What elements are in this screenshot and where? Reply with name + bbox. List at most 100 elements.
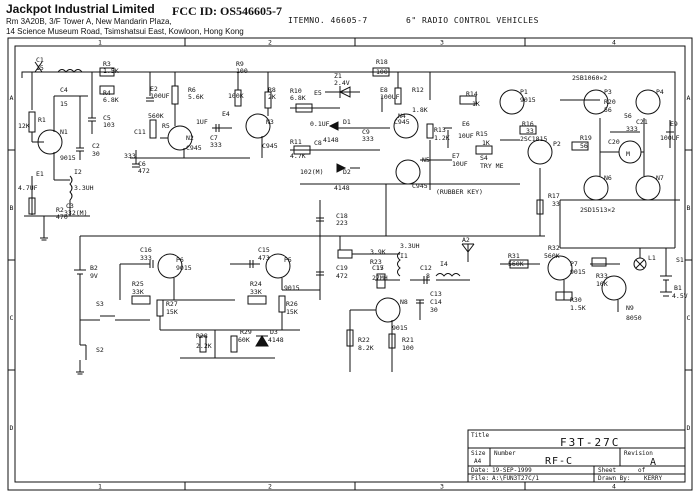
col-label-2-bottom: 2 — [268, 483, 272, 491]
address-line-2: 14 Science Museum Road, Tsimshatsui East… — [6, 27, 244, 36]
label-b2: B2 — [90, 264, 98, 272]
label-r24-val: 33K — [250, 288, 262, 296]
label-e2-val: 100UF — [150, 92, 170, 100]
drawing-frame — [7, 37, 693, 491]
label-n1-type: 9015 — [60, 154, 76, 162]
label-n4-type: C945 — [394, 118, 410, 126]
fcc-id: FCC ID: OS546605-7 — [172, 4, 282, 18]
label-c18: C18 — [336, 212, 348, 220]
label-n4: N4 — [398, 112, 406, 120]
label-n5: N5 — [422, 156, 430, 164]
schematic-title: F3T-27C — [560, 436, 620, 449]
company-name: Jackpot Industrial Limited — [6, 2, 155, 16]
label-d1-type: 4148 — [323, 136, 339, 144]
label-r22-val: 8.2K — [358, 344, 374, 352]
label-c2-val: 30 — [92, 150, 100, 158]
number-value: RF-C — [545, 456, 573, 467]
label-r23-val: 3.9K — [370, 248, 386, 256]
label-c16-val: 333 — [140, 254, 152, 262]
label-r27-val: 15K — [166, 308, 178, 316]
label-s2: S2 — [96, 346, 104, 354]
label-r3: R3 — [103, 60, 111, 68]
label-c9-val: 333 — [362, 135, 374, 143]
col-label-3-bottom: 3 — [440, 483, 444, 491]
row-label-c: C — [10, 314, 14, 322]
label-r32: R32 — [548, 244, 560, 252]
schematic-wires — [21, 61, 680, 375]
label-r2: R2 — [56, 206, 64, 214]
label-r28: R28 — [196, 332, 208, 340]
label-n2: N2 — [186, 134, 194, 142]
label-r2-val: 470 — [56, 213, 68, 221]
label-e9: E9 — [670, 120, 678, 128]
label-c4-val: 15 — [60, 100, 68, 108]
label-e5-val: 0.1UF — [310, 120, 330, 128]
label-rubber-key: (RUBBER KEY) — [436, 188, 483, 196]
label-r7: 100K — [228, 92, 244, 100]
row-label-d: D — [10, 424, 14, 432]
label-c19: C19 — [336, 264, 348, 272]
size-value: A4 — [474, 458, 482, 465]
label-r22: R22 — [358, 336, 370, 344]
label-r29: R29 — [240, 328, 252, 336]
label-r20: R20 — [604, 98, 616, 106]
drawn-label: Drawn By: — [598, 475, 631, 482]
number-label: Number — [494, 450, 516, 457]
label-r23: R23 — [370, 258, 382, 266]
label-r9-val: 100 — [236, 67, 248, 75]
label-s1: S1 — [676, 256, 684, 264]
title-block: Title F3T-27C Size A4 Number RF-C Revisi… — [467, 429, 686, 483]
label-c3-val: 332(M) — [64, 209, 87, 217]
label-c8: C8 — [314, 139, 322, 147]
label-b1-val: 4.5V — [672, 292, 688, 300]
label-i2-val: 3.3UH — [74, 184, 94, 192]
label-c15: C15 — [258, 246, 270, 254]
label-e1: E1 — [36, 170, 44, 178]
label-r20-val: 56 — [604, 106, 612, 114]
label-p5: P5 — [284, 256, 292, 264]
label-n7: N7 — [656, 174, 664, 182]
label-n6: N6 — [604, 174, 612, 182]
label-e7: E7 — [452, 152, 460, 160]
label-c21: C21 — [636, 118, 648, 126]
label-r1-val: 12K — [18, 122, 30, 130]
label-r18: R18 — [376, 58, 388, 66]
file-value: A:\FUN3T27C/1 — [492, 475, 539, 482]
label-e8-val: 100UF — [380, 93, 400, 101]
label-n2-type: C945 — [186, 144, 202, 152]
label-c1: C1 — [36, 56, 44, 64]
label-l1: L1 — [648, 254, 656, 262]
label-n9-type: 8050 — [626, 314, 642, 322]
label-r10-val: 6.8K — [290, 94, 306, 102]
row-label-a-right: A — [687, 94, 691, 102]
label-p6-type: 9015 — [176, 264, 192, 272]
label-z1: Z1 — [334, 72, 342, 80]
label-r25-val: 33K — [132, 288, 144, 296]
label-c17-val: 27MH — [372, 274, 388, 282]
col-label-1-bottom: 1 — [98, 483, 102, 491]
label-r29-val: 60K — [238, 336, 250, 344]
label-r20-val-right: 56 — [624, 112, 632, 120]
label-r18-val: 100 — [376, 68, 388, 76]
label-n8-type: 9015 — [392, 324, 408, 332]
label-r9: R9 — [236, 60, 244, 68]
label-z1-val: 2.4V — [334, 79, 350, 87]
label-r14-val: 1K — [472, 100, 480, 108]
label-r24: R24 — [250, 280, 262, 288]
col-label-1: 1 — [98, 39, 102, 47]
label-p5-type: 9015 — [284, 284, 300, 292]
label-c21-val: 333 — [626, 125, 638, 133]
label-c15-val: 473 — [258, 254, 270, 262]
label-n3: N3 — [266, 118, 274, 126]
label-e4-val: 1UF — [196, 118, 208, 126]
label-r19-val: 56 — [580, 142, 588, 150]
label-c20: C20 — [608, 138, 620, 146]
label-r10: R10 — [290, 87, 302, 95]
label-d2: D2 — [343, 168, 351, 176]
label-e2: E2 — [150, 85, 158, 93]
row-label-d-right: D — [687, 424, 691, 432]
label-r11-val: 4.7K — [290, 152, 306, 160]
label-r27: R27 — [166, 300, 178, 308]
label-r15: R15 — [476, 130, 488, 138]
